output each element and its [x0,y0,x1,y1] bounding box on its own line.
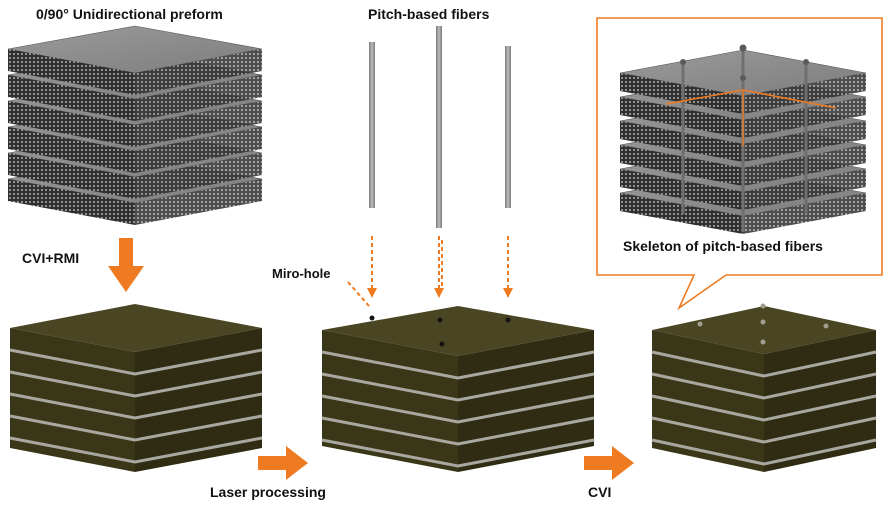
cvi-rmi-arrow [108,238,144,292]
cvi-label: CVI [588,484,612,500]
laser-processing-label: Laser processing [210,484,326,500]
composite-block-final [651,303,877,472]
preform-label: 0/90° Unidirectional preform [36,6,223,22]
pitch-fiber-rods [369,26,511,228]
preform-ply-4-side-right [135,127,262,173]
micro-hole-pointer [347,281,370,307]
preform-ply-2-side-right [135,75,262,121]
preform-ply-5-side-left [8,153,135,199]
insertion-arrowheads [367,288,513,298]
fiber-rod-right [505,46,511,208]
insertion-arrows [371,236,509,290]
preform-ply-6-side-right [135,179,262,225]
cvi-rmi-label: CVI+RMI [22,250,80,266]
micro-hole-2 [437,317,443,323]
preform-stack [7,25,263,225]
preform-ply-5-side-right [135,153,262,199]
preform-ply-1-side-right [135,49,262,95]
preform-ply-3-side-left [8,101,135,147]
composite-block-drilled [321,306,595,472]
preform-ply-1-side-left [8,49,135,95]
laser-processing-arrow [258,446,308,480]
skeleton-stack [619,44,867,234]
fiber-rod-middle [436,26,442,228]
composite-block [9,304,263,472]
preform-ply-6-side-left [8,179,135,225]
skeleton-label: Skeleton of pitch-based fibers [623,238,823,254]
preform-ply-2-side-left [8,75,135,121]
micro-hole-label: Miro-hole [272,266,331,281]
micro-hole-4 [439,341,445,347]
fiber-rod-left [369,42,375,208]
pitch-fibers-label: Pitch-based fibers [368,6,490,22]
micro-hole-1 [369,315,375,321]
cvi-arrow [584,446,634,480]
micro-hole-3 [505,317,511,323]
preform-ply-4-side-left [8,127,135,173]
preform-ply-3-side-right [135,101,262,147]
